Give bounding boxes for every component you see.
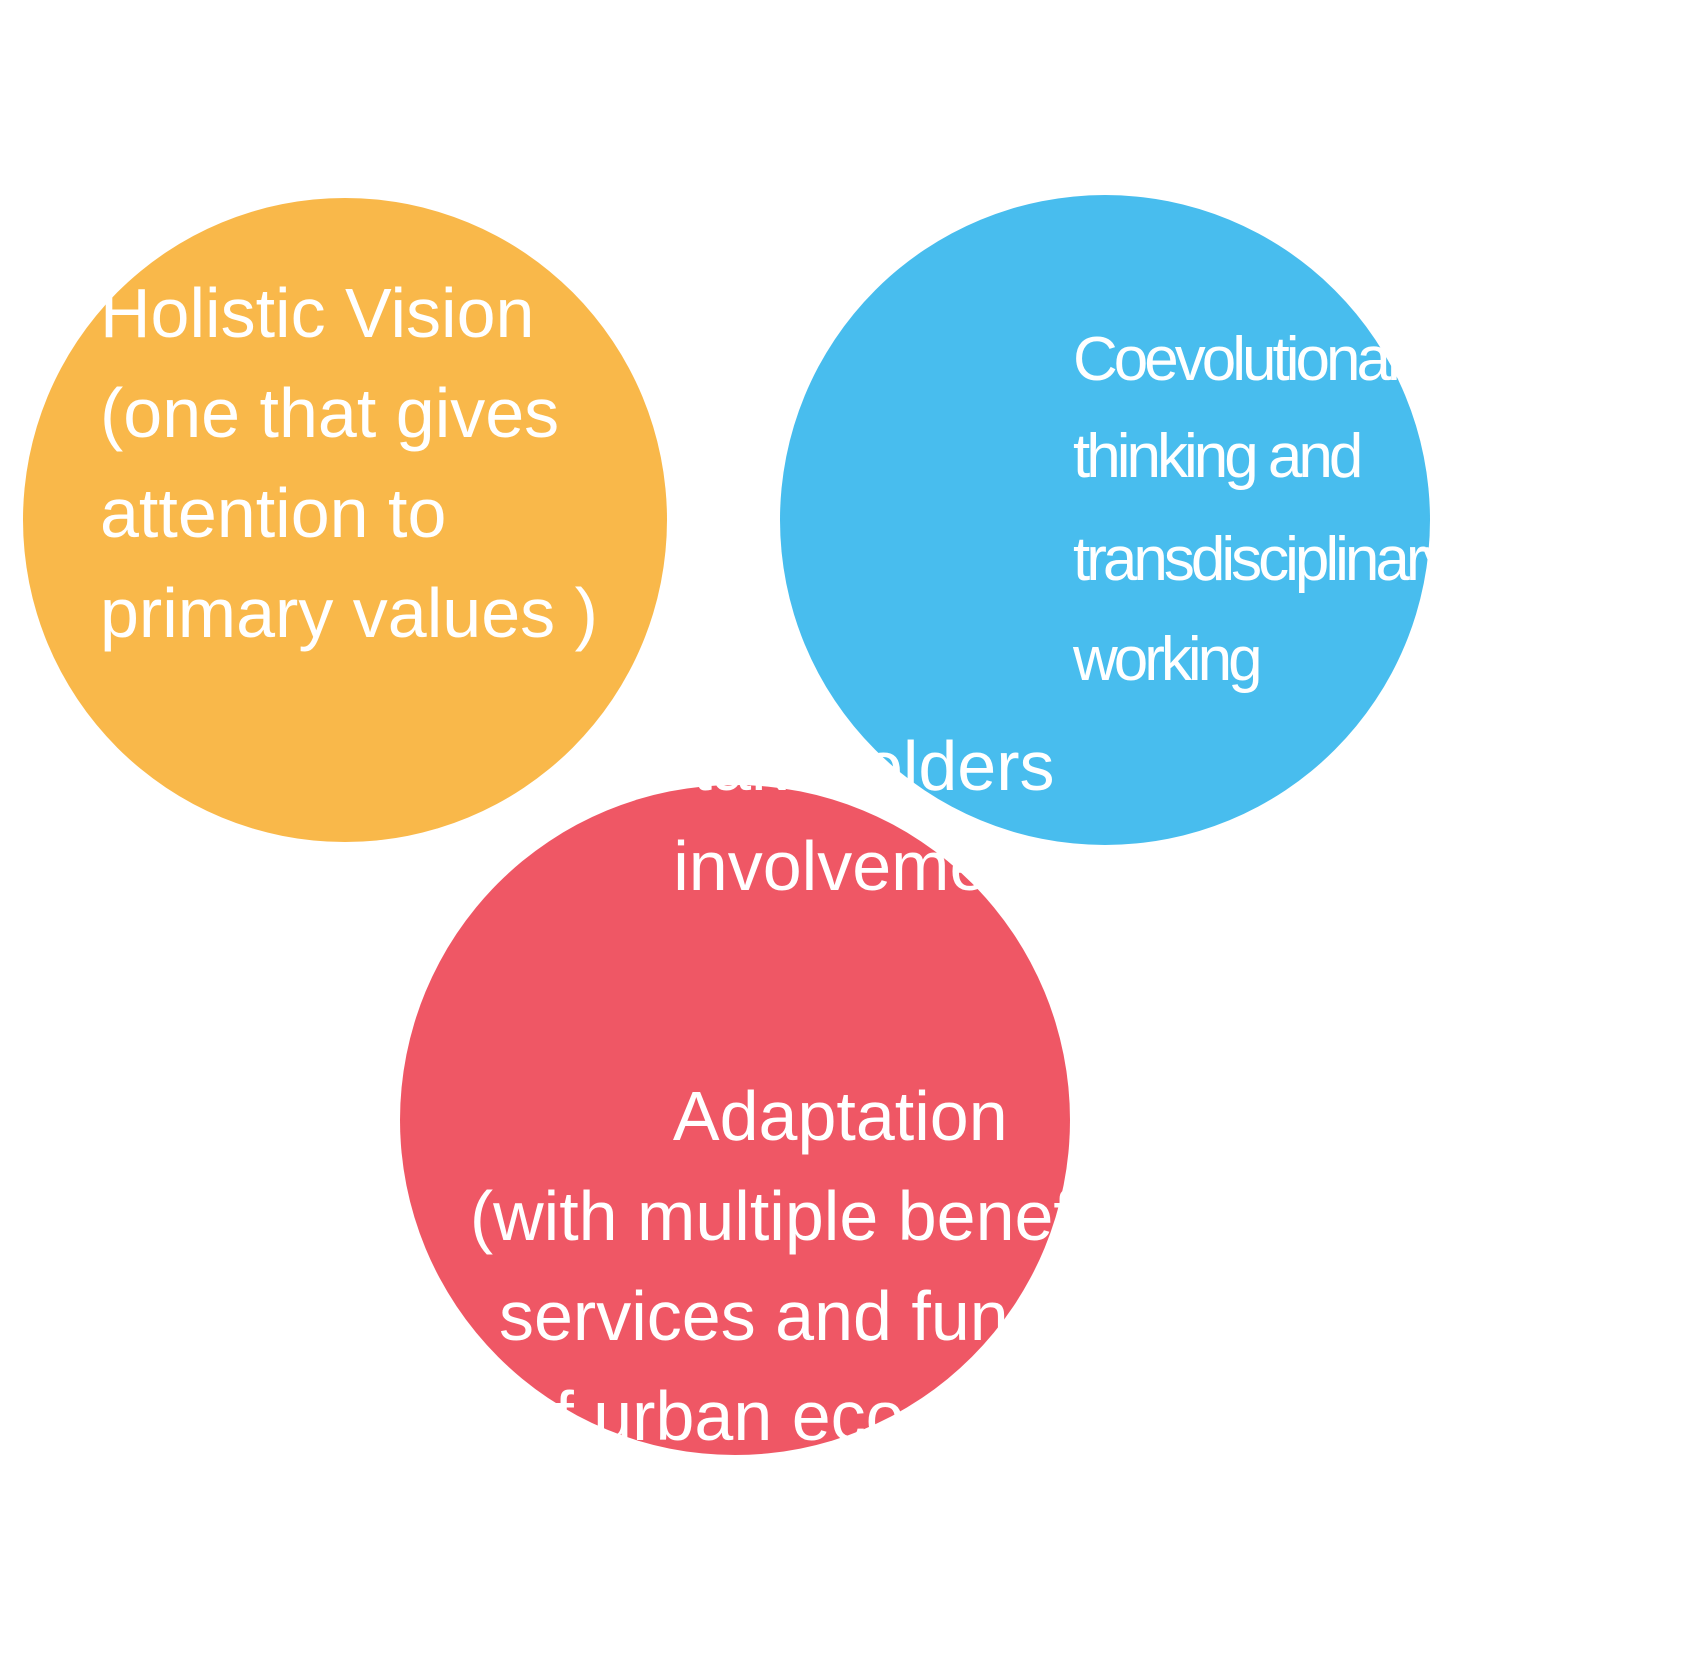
stakeholders-line-1: Stakeholders xyxy=(646,727,1055,805)
stakeholders-line-2: involvement xyxy=(673,827,1047,905)
holistic-line-4: primary values ) xyxy=(100,574,598,652)
adapt-line-4: of urban ecosystems) xyxy=(515,1377,1184,1455)
coevolutionary-label: Coevolutionary thinking and transdiscipl… xyxy=(1072,325,1463,694)
coevo-line-1: Coevolutionary xyxy=(1073,325,1435,394)
holistic-line-3: attention to xyxy=(100,474,446,552)
stakeholders-label: Stakeholders involvement xyxy=(646,727,1074,905)
circle-holistic-vision xyxy=(23,198,667,842)
adaptation-label: Adaptation (with multiple benefits to se… xyxy=(470,1077,1240,1455)
holistic-line-2: (one that gives xyxy=(100,374,559,452)
holistic-line-1: Holistic Vision xyxy=(100,274,534,352)
coevo-line-3: transdisciplinary xyxy=(1073,525,1454,594)
adapt-line-2: (with multiple benefits to xyxy=(470,1177,1221,1255)
circle-coevolutionary xyxy=(780,195,1430,845)
coevo-line-2: thinking and xyxy=(1073,422,1360,491)
adapt-line-1: Adaptation xyxy=(673,1077,1008,1155)
coevo-line-4: working xyxy=(1072,625,1259,694)
adapt-line-3: services and functions xyxy=(499,1277,1192,1355)
circle-adaptation xyxy=(400,785,1070,1455)
holistic-vision-label: Holistic Vision (one that gives attentio… xyxy=(100,274,598,652)
